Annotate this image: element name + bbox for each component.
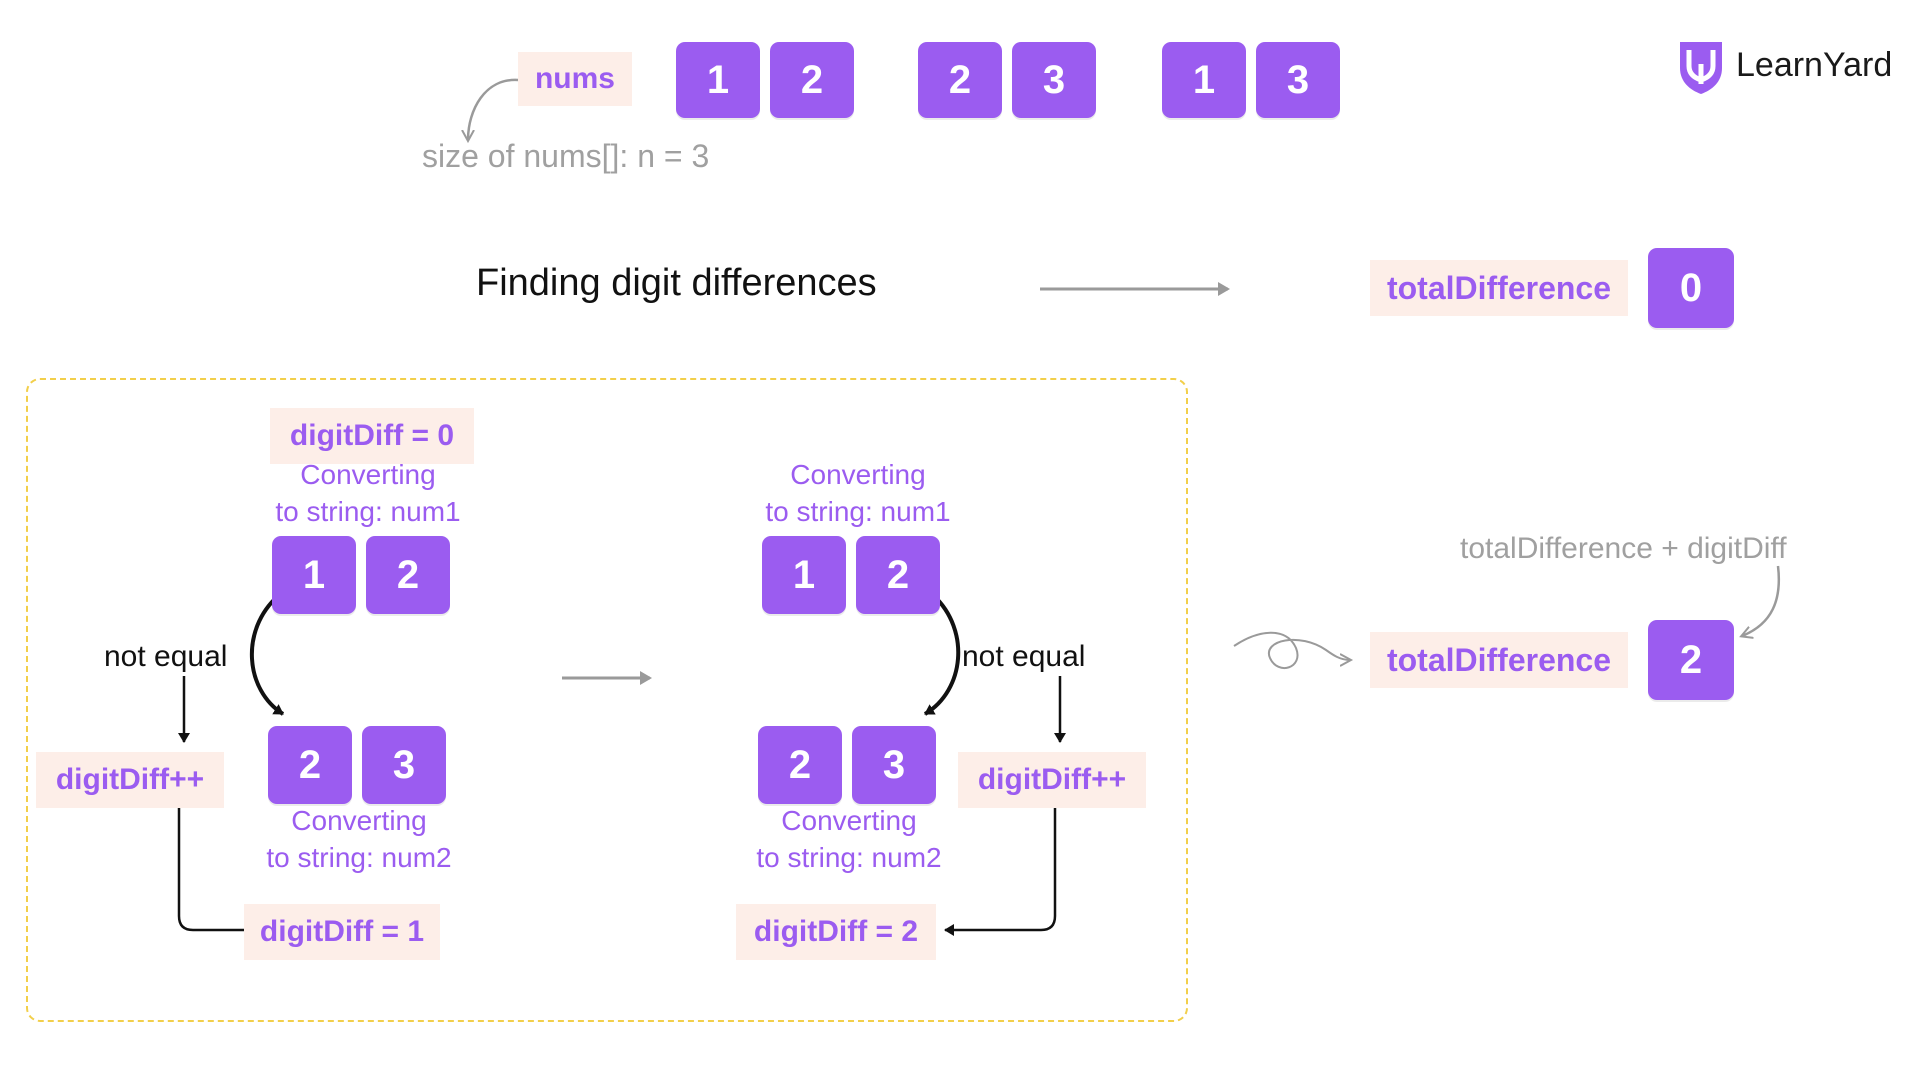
nums-digit: 3 [1256, 42, 1340, 118]
num2-digit: 2 [268, 726, 352, 804]
digit-diff-result: digitDiff = 2 [736, 904, 936, 960]
num2-caption: Converting to string: num2 [248, 802, 470, 876]
num2-digit: 3 [362, 726, 446, 804]
num1-digit: 1 [272, 536, 356, 614]
total-difference-label: totalDifference [1370, 260, 1628, 316]
brand-name: LearnYard [1736, 46, 1893, 84]
num1-caption-line2: to string: num1 [275, 496, 461, 527]
comparison-panel [26, 378, 1188, 1022]
num2-caption-line1: Converting [291, 805, 427, 836]
not-equal-label: not equal [104, 640, 228, 673]
nums-digit: 3 [1012, 42, 1096, 118]
nums-size-caption: size of nums[]: n = 3 [422, 138, 710, 174]
num1-caption-line1: Converting [300, 459, 436, 490]
squiggle-arrow [1233, 631, 1350, 669]
digit-diff-increment: digitDiff++ [36, 752, 224, 808]
total-difference-value: 0 [1648, 248, 1734, 328]
nums-digit: 1 [1162, 42, 1246, 118]
step-title: Finding digit differences [476, 262, 877, 304]
not-equal-label: not equal [962, 640, 1086, 673]
num2-caption-line1: Converting [781, 805, 917, 836]
left-compare-arrow [249, 594, 285, 716]
formula-arrow [1742, 565, 1781, 636]
num2-caption-line2: to string: num2 [266, 842, 452, 873]
right-elbow-arrow [944, 796, 1057, 936]
learnyard-logo: LearnYard [1676, 38, 1896, 96]
nums-label: nums [518, 52, 632, 106]
digit-diff-init: digitDiff = 0 [270, 408, 474, 464]
num1-caption-line2: to string: num1 [765, 496, 951, 527]
total-difference-value: 2 [1648, 620, 1734, 700]
num1-digit: 2 [856, 536, 940, 614]
total-formula: totalDifference + digitDiff [1460, 532, 1787, 565]
num1-caption-line1: Converting [790, 459, 926, 490]
nums-pointer-arrow [468, 78, 519, 140]
digit-diff-increment: digitDiff++ [958, 752, 1146, 808]
nums-digit: 2 [770, 42, 854, 118]
nums-digit: 1 [676, 42, 760, 118]
num2-digit: 2 [758, 726, 842, 804]
num1-digit: 1 [762, 536, 846, 614]
learnyard-shield-icon [1680, 42, 1722, 94]
nums-digit: 2 [918, 42, 1002, 118]
num1-caption: Converting to string: num1 [258, 456, 478, 530]
num2-caption-line2: to string: num2 [756, 842, 942, 873]
total-difference-label: totalDifference [1370, 632, 1628, 688]
num2-digit: 3 [852, 726, 936, 804]
right-compare-arrow [923, 594, 961, 716]
left-elbow-arrow [177, 796, 256, 936]
num2-caption: Converting to string: num2 [738, 802, 960, 876]
digit-diff-result: digitDiff = 1 [244, 904, 440, 960]
num1-caption: Converting to string: num1 [748, 456, 968, 530]
num1-digit: 2 [366, 536, 450, 614]
